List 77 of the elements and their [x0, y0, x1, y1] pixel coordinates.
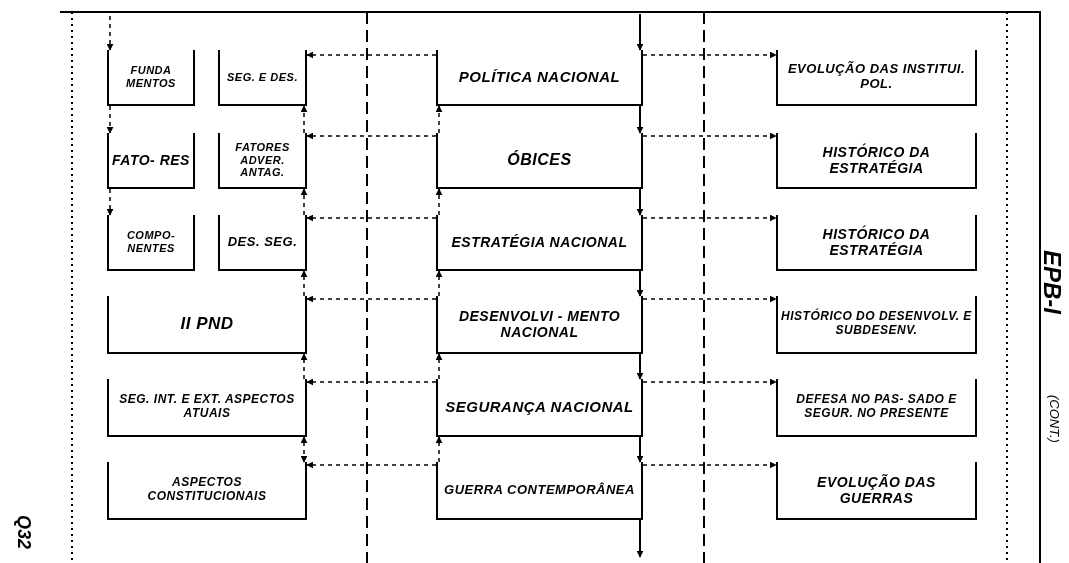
arrow: [642, 214, 777, 222]
arrow: [106, 15, 114, 51]
arrow: [642, 295, 777, 303]
arrow: [306, 378, 437, 386]
arrow: [642, 378, 777, 386]
arrow: [300, 188, 308, 216]
process-box: [218, 133, 307, 189]
arrow: [300, 436, 308, 463]
box-label: FATO- RES: [111, 151, 191, 169]
box-label: FUNDA MENTOS: [125, 64, 177, 90]
box-label: GUERRA CONTEMPORÂNEA: [443, 482, 636, 498]
process-box: [776, 215, 977, 271]
arrow: [435, 270, 443, 297]
page-code: EPB-I: [1038, 250, 1066, 314]
arrow: [636, 436, 644, 463]
process-box: [218, 215, 307, 271]
process-box: [776, 462, 977, 520]
continuation-note: (CONT.): [1047, 395, 1062, 443]
arrow: [106, 188, 114, 216]
process-box: [107, 379, 307, 437]
arrow: [636, 13, 644, 51]
arrow: [306, 461, 437, 469]
process-box: [436, 215, 643, 271]
process-box: [107, 296, 307, 354]
box-label: POLÍTICA NACIONAL: [457, 68, 622, 86]
page-number: Q32: [13, 515, 34, 550]
arrow: [636, 188, 644, 216]
arrow: [642, 132, 777, 140]
box-label: DEFESA NO PAS- SADO E SEGUR. NO PRESENTE: [795, 393, 958, 421]
process-box: [776, 379, 977, 437]
arrow: [636, 270, 644, 297]
process-box: [436, 133, 643, 189]
arrow: [300, 270, 308, 297]
process-box: [436, 296, 643, 354]
arrow: [636, 105, 644, 134]
arrow: [435, 188, 443, 216]
process-box: [107, 133, 195, 189]
box-label: COMPO- NENTES: [125, 229, 177, 255]
arrow: [306, 295, 437, 303]
arrow: [435, 353, 443, 380]
box-label: SEGURANÇA NACIONAL: [444, 398, 635, 416]
box-label: HISTÓRICO DA ESTRATÉGIA: [821, 225, 932, 259]
process-box: [776, 296, 977, 354]
process-box: [218, 50, 307, 106]
box-label: ÓBICES: [506, 150, 573, 170]
box-label: FATORES ADVER. ANTAG.: [234, 141, 291, 179]
process-box: [436, 50, 643, 106]
arrow: [306, 51, 437, 59]
process-box: [107, 50, 195, 106]
process-box: [776, 50, 977, 106]
box-label: EVOLUÇÃO DAS INSTITUI. POL.: [786, 62, 967, 92]
box-label: DESENVOLVI - MENTO NACIONAL: [457, 307, 622, 341]
arrow: [636, 519, 644, 558]
box-label: EVOLUÇÃO DAS GUERRAS: [816, 473, 937, 507]
arrow: [642, 51, 777, 59]
process-box: [436, 379, 643, 437]
box-label: HISTÓRICO DO DESENVOLV. E SUBDESENV.: [780, 310, 973, 338]
arrow: [106, 105, 114, 134]
process-box: [776, 133, 977, 189]
process-box: [436, 462, 643, 520]
box-label: SEG. INT. E EXT. ASPECTOS ATUAIS: [118, 393, 296, 421]
box-label: II PND: [179, 314, 235, 334]
process-box: [107, 462, 307, 520]
process-box: [107, 215, 195, 271]
arrow: [636, 353, 644, 380]
arrow: [642, 461, 777, 469]
arrow: [435, 436, 443, 463]
box-label: SEG. E DES.: [226, 70, 299, 84]
box-label: DES. SEG.: [226, 234, 299, 250]
box-label: ASPECTOS CONSTITUCIONAIS: [146, 476, 268, 504]
arrow: [306, 214, 437, 222]
box-label: HISTÓRICO DA ESTRATÉGIA: [821, 143, 932, 177]
arrow: [300, 353, 308, 380]
box-label: ESTRATÉGIA NACIONAL: [450, 233, 629, 251]
arrow: [300, 105, 308, 134]
arrow: [306, 132, 437, 140]
arrow: [435, 105, 443, 134]
